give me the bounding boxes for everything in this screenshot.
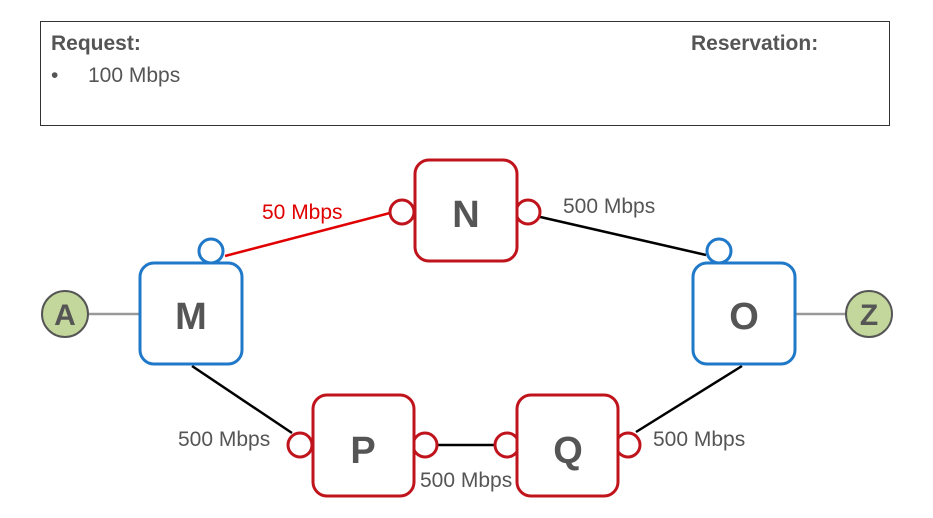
port-q-left: [493, 431, 521, 459]
link-n-o-label: 500 Mbps: [563, 195, 655, 218]
router-q: [515, 393, 620, 498]
port-p-left: [286, 431, 314, 459]
link-q-o-label: 500 Mbps: [653, 428, 745, 451]
router-n: [413, 158, 519, 263]
port-n-right: [514, 198, 542, 226]
port-m-top: [197, 237, 225, 265]
port-p-right: [411, 431, 439, 459]
endpoint-a: [41, 290, 89, 338]
endpoint-z: [845, 290, 893, 338]
request-reservation-box: Request: • 100 Mbps Reservation:: [40, 21, 890, 126]
request-item-text: 100 Mbps: [88, 64, 181, 87]
router-n-label: N: [452, 194, 479, 236]
router-m: [138, 261, 244, 366]
router-o-label: O: [729, 296, 759, 338]
link-n-o: [535, 214, 707, 257]
link-m-p: [191, 364, 293, 435]
reservation-heading: Reservation:: [691, 32, 819, 55]
router-m-label: M: [175, 296, 207, 338]
request-list: • 100 Mbps: [51, 64, 180, 88]
port-q-right: [614, 431, 642, 459]
port-o-top: [705, 237, 733, 265]
router-p-label: P: [350, 430, 375, 472]
link-q-o: [635, 364, 743, 434]
router-p: [311, 393, 416, 498]
request-item: • 100 Mbps: [51, 64, 180, 88]
endpoint-z-label: Z: [860, 299, 878, 332]
link-p-q-label: 500 Mbps: [420, 469, 512, 492]
endpoint-a-label: A: [54, 299, 76, 332]
link-m-n: [224, 211, 391, 258]
request-heading: Request:: [51, 32, 141, 55]
port-n-left: [388, 198, 416, 226]
bullet-icon: •: [51, 64, 59, 87]
router-q-label: Q: [553, 430, 583, 472]
router-o: [691, 261, 797, 366]
link-m-p-label: 500 Mbps: [178, 428, 270, 451]
link-m-n-label: 50 Mbps: [262, 201, 343, 224]
